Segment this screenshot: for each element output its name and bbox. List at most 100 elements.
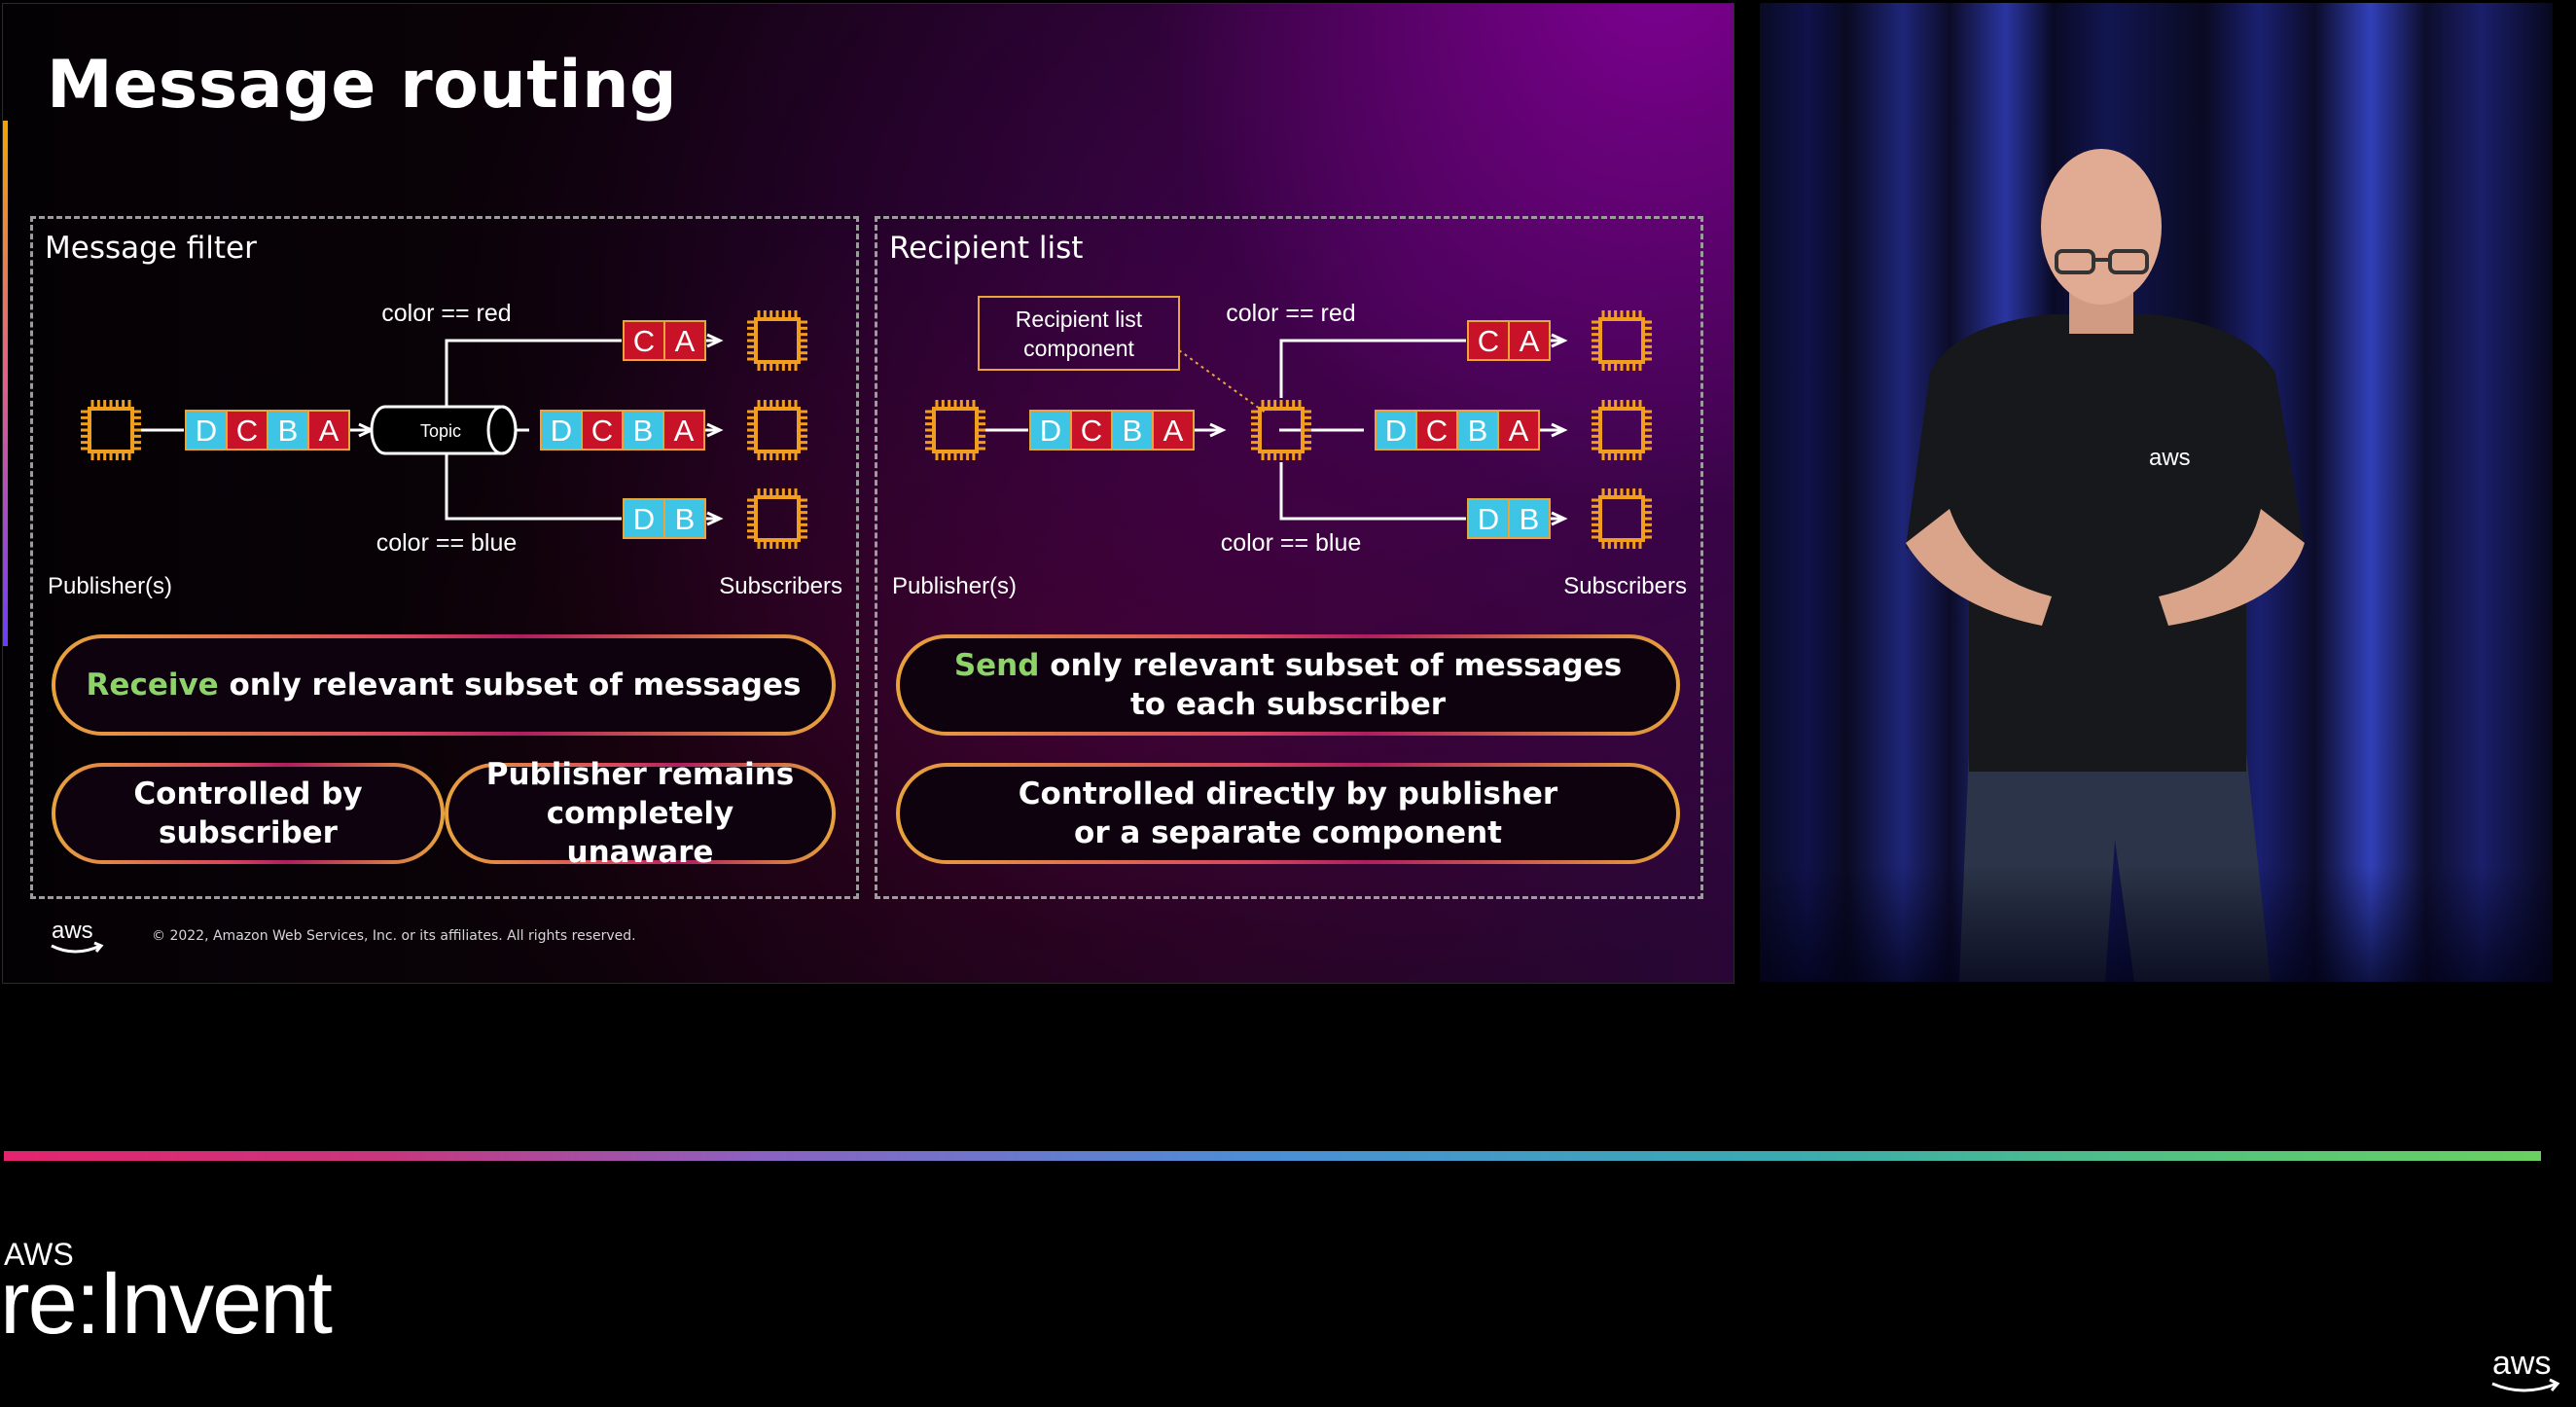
message-letter: C xyxy=(236,414,258,448)
video-progress-bar[interactable] xyxy=(4,1151,2541,1161)
publisher-label: Publisher(s) xyxy=(48,573,172,599)
message-letter: D xyxy=(1385,414,1407,448)
subscriber-label: Subscribers xyxy=(1563,573,1687,599)
message-letter: A xyxy=(1509,414,1529,448)
message-box xyxy=(623,320,665,361)
message-letter: D xyxy=(1040,414,1061,448)
message-box xyxy=(1467,320,1510,361)
svg-text:aws: aws xyxy=(2492,1345,2551,1382)
svg-text:aws: aws xyxy=(52,918,93,944)
message-box xyxy=(1467,498,1510,539)
speaker-figure: aws xyxy=(1906,149,2305,982)
message-letter: D xyxy=(196,414,217,448)
message-box xyxy=(1508,498,1551,539)
topic-label: Topic xyxy=(420,421,461,441)
red-condition-label: color == red xyxy=(1226,300,1355,327)
message-box xyxy=(1456,410,1499,451)
send-highlight: Send xyxy=(953,648,1040,683)
message-box xyxy=(1508,320,1551,361)
router-chip-icon xyxy=(1251,400,1311,460)
message-letter: C xyxy=(633,324,655,358)
message-letter: D xyxy=(551,414,572,448)
message-letter: C xyxy=(1478,324,1499,358)
message-box xyxy=(1375,410,1417,451)
svg-text:AWS: AWS xyxy=(4,1237,74,1272)
subscriber-chip-icon xyxy=(747,400,807,460)
message-box xyxy=(581,410,624,451)
message-letter: A xyxy=(319,414,340,448)
presentation-slide: Message routing Message filter xyxy=(2,3,1735,984)
reinvent-logo-icon: AWS re:Invent xyxy=(0,1237,334,1343)
shirt-logo: aws xyxy=(2149,445,2191,471)
recipient-list-title: Recipient list xyxy=(889,231,1084,266)
subscriber-chip-icon xyxy=(747,310,807,371)
message-box xyxy=(540,410,583,451)
receive-rest: only relevant subset of messages xyxy=(218,667,802,703)
stage-floor xyxy=(1760,865,2553,982)
message-box xyxy=(663,320,706,361)
message-filter-panel: Message filter Topic xyxy=(30,216,859,899)
slide-title: Message routing xyxy=(47,47,678,124)
subscriber-chip-icon xyxy=(1592,310,1652,371)
send-subset-pill: Send only relevant subset of messages to … xyxy=(896,634,1680,736)
svg-text:re:Invent: re:Invent xyxy=(0,1253,332,1343)
send-line1-rest: only relevant subset of messages xyxy=(1039,648,1623,683)
message-letter: C xyxy=(1426,414,1448,448)
speaker-video: aws xyxy=(1760,3,2553,982)
aws-logo-icon: aws xyxy=(51,918,104,954)
topic-cylinder xyxy=(370,405,518,455)
subscriber-chip-icon xyxy=(1592,488,1652,549)
controlled-by-publisher-pill: Controlled directly by publisher or a se… xyxy=(896,763,1680,864)
copyright-notice: © 2022, Amazon Web Services, Inc. or its… xyxy=(152,928,636,944)
message-box xyxy=(1111,410,1154,451)
red-condition-label: color == red xyxy=(381,300,511,327)
subscriber-chip-icon xyxy=(747,488,807,549)
send-line2: to each subscriber xyxy=(1129,687,1447,722)
blue-condition-label: color == blue xyxy=(1221,529,1362,557)
message-letter: B xyxy=(1468,414,1488,448)
message-filter-diagram: Topic color == red color == blue Publish… xyxy=(48,300,842,599)
message-letter: D xyxy=(633,502,655,536)
controlled-by-subscriber-pill: Controlled by subscriber xyxy=(52,763,445,864)
aws-corner-logo-icon: aws xyxy=(2491,1345,2560,1392)
message-box xyxy=(1152,410,1195,451)
receive-subset-pill: Receive only relevant subset of messages xyxy=(52,634,836,736)
controlled-by-subscriber-text: Controlled by subscriber xyxy=(133,776,363,850)
message-letter: B xyxy=(675,502,696,536)
message-box xyxy=(185,410,228,451)
subscriber-chip-icon xyxy=(1592,400,1652,460)
slide-accent-bar xyxy=(3,121,8,646)
subscriber-label: Subscribers xyxy=(719,573,842,599)
publisher-chip-icon xyxy=(925,400,985,460)
message-letter: B xyxy=(1520,502,1540,536)
message-box xyxy=(1070,410,1113,451)
message-filter-title: Message filter xyxy=(45,231,257,266)
controlled-by-publisher-text: Controlled directly by publisher or a se… xyxy=(1018,776,1558,850)
message-letter: A xyxy=(675,324,696,358)
message-letter: B xyxy=(633,414,654,448)
message-letter: D xyxy=(1478,502,1499,536)
message-box xyxy=(663,498,706,539)
message-box xyxy=(1497,410,1540,451)
message-letter: A xyxy=(674,414,695,448)
publisher-unaware-text: Publisher remains completely unaware xyxy=(485,757,795,870)
recipient-list-component-box xyxy=(978,296,1180,371)
publisher-unaware-pill: Publisher remains completely unaware xyxy=(445,757,836,870)
message-letter: B xyxy=(278,414,299,448)
blue-condition-label: color == blue xyxy=(376,529,518,557)
message-letter: A xyxy=(1163,414,1184,448)
message-letter: C xyxy=(591,414,613,448)
message-letter: A xyxy=(1520,324,1540,358)
publisher-label: Publisher(s) xyxy=(892,573,1017,599)
message-box xyxy=(1029,410,1072,451)
